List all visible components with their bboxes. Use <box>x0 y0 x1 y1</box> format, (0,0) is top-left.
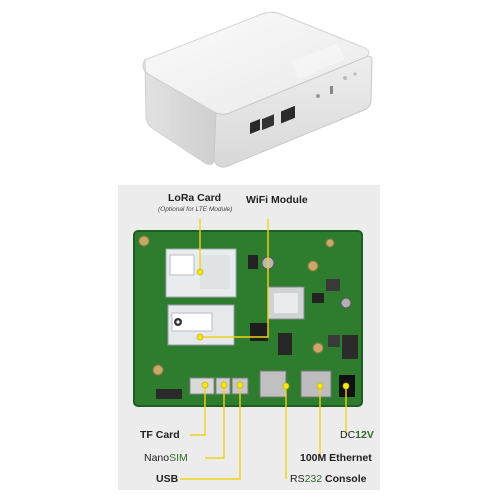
callout-dot-usb <box>236 381 244 389</box>
label-ethernet: 100M Ethernet <box>300 452 372 464</box>
callout-dot-lora <box>196 268 204 276</box>
lora-card-label <box>169 254 195 276</box>
inductor-2 <box>328 335 340 347</box>
reset-slot <box>330 86 333 94</box>
callout-line-wifi <box>200 219 269 338</box>
callout-dot-rs232 <box>282 382 290 390</box>
label-rs232-console: RS232 Console <box>290 473 367 485</box>
callout-lines <box>180 219 347 480</box>
inductor-1 <box>326 279 340 291</box>
callout-dot-tf <box>201 381 209 389</box>
mount-hole-ml <box>152 364 164 376</box>
label-wifi-module: WiFi Module <box>246 194 308 206</box>
header-pins <box>342 335 358 359</box>
status-led-3 <box>353 72 357 76</box>
chip-3 <box>250 323 268 341</box>
wifi-module-label <box>274 293 298 313</box>
pcb-diagram: LoRa Card (Optional for LTE Module) WiFi… <box>118 185 380 490</box>
pcb-board-shade <box>133 230 363 407</box>
label-dc12v: DC12V <box>340 429 374 441</box>
callout-dot-wifi <box>196 333 204 341</box>
port-lan-b <box>262 114 274 131</box>
chip-1 <box>248 255 258 269</box>
lte-logo-icon <box>174 318 182 326</box>
port-lan-c <box>281 105 295 124</box>
callout-dots <box>196 268 350 390</box>
status-led-2 <box>343 76 347 80</box>
ethernet-port <box>300 370 332 398</box>
chip-4 <box>278 333 292 355</box>
mount-hole-tl <box>138 235 150 247</box>
chip-2 <box>312 293 324 303</box>
label-usb: USB <box>156 473 179 485</box>
callout-dot-ethernet <box>316 382 324 390</box>
mount-hole-mr <box>312 342 324 354</box>
mount-hole-tr <box>307 260 319 272</box>
status-led-1 <box>316 94 320 98</box>
label-tf-card: TF Card <box>140 429 180 441</box>
callout-line-usb <box>180 385 241 480</box>
callout-line-tf <box>190 385 206 436</box>
callout-line-nanosim <box>205 385 225 459</box>
bottom-connectors <box>156 389 182 399</box>
gateway-enclosure-image <box>142 11 373 168</box>
enclosure-left-side <box>142 58 217 165</box>
cap-2 <box>340 297 352 309</box>
mount-hole-tm <box>325 238 335 248</box>
callout-dot-dc <box>342 382 350 390</box>
lte-module-label <box>171 312 213 332</box>
port-lan-a <box>250 118 260 134</box>
top-window <box>291 43 345 79</box>
label-nanosim: NanoSIM <box>144 452 188 464</box>
lora-card-chip <box>200 255 230 289</box>
pcb-board-image <box>133 219 363 480</box>
label-lora-card-note: (Optional for LTE Module) <box>158 206 233 213</box>
callout-dot-nanosim <box>220 381 228 389</box>
label-lora-card: LoRa Card <box>168 192 222 204</box>
rs232-port <box>259 370 287 398</box>
